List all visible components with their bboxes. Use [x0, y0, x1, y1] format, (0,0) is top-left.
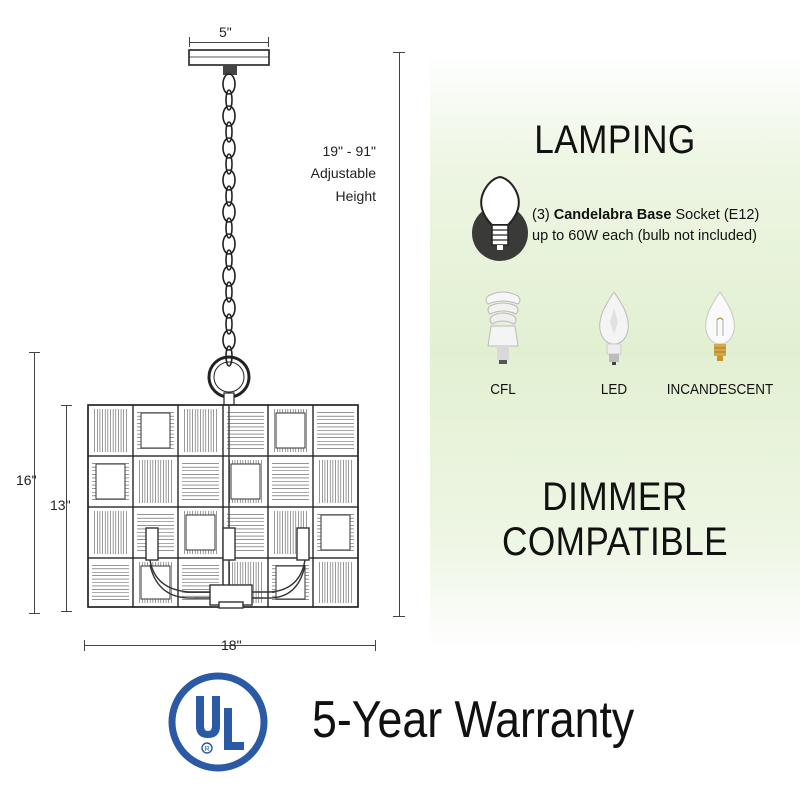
pendant-fixture-drawing	[87, 49, 359, 609]
svg-text:R: R	[204, 746, 209, 753]
socket-description: (3) Candelabra Base Socket (E12) up to 6…	[532, 205, 792, 247]
socket-type: Candelabra Base	[553, 207, 672, 223]
canopy	[188, 49, 270, 75]
incandescent-bulb-icon	[705, 291, 735, 361]
socket-wattage: up to 60W each (bulb not included)	[532, 228, 757, 244]
candelabra-socket-icon	[472, 175, 528, 261]
overall-height-label: 16"	[16, 472, 37, 488]
warranty-text: 5-Year Warranty	[312, 691, 635, 749]
overall-height-dimension-line	[34, 352, 35, 614]
shade-height-label: 13"	[50, 497, 71, 513]
adjustable-height-range: 19" - 91"	[322, 143, 376, 159]
overall-drop-dimension-line	[399, 52, 400, 617]
led-bulb-icon	[599, 291, 629, 365]
chain	[222, 73, 236, 367]
hanging-ring	[207, 355, 251, 399]
bulb-label-cfl: CFL	[490, 381, 516, 398]
cfl-bulb-icon	[485, 291, 521, 364]
canopy-width-label: 5"	[219, 24, 232, 40]
lamping-title: LAMPING	[534, 118, 696, 162]
adjustable-height-line2: Height	[335, 188, 376, 204]
bulb-label-led: LED	[600, 381, 628, 398]
canopy-dimension-line	[189, 42, 269, 43]
adjustable-height-line1: Adjustable	[310, 165, 376, 181]
socket-count: (3)	[532, 207, 550, 223]
bulb-label-incandescent: INCANDESCENT	[666, 381, 774, 398]
candelabra-arms	[145, 405, 310, 609]
socket-suffix: Socket (E12)	[675, 207, 760, 223]
dimmer-line1: DIMMER	[542, 475, 688, 519]
shade-height-dimension-line	[66, 405, 67, 612]
ul-certification-logo: R	[168, 672, 268, 772]
dimmer-line2: COMPATIBLE	[501, 520, 729, 564]
woven-shade	[87, 404, 359, 608]
shade-width-dimension-line	[84, 645, 376, 646]
shade-width-label: 18"	[221, 637, 242, 653]
